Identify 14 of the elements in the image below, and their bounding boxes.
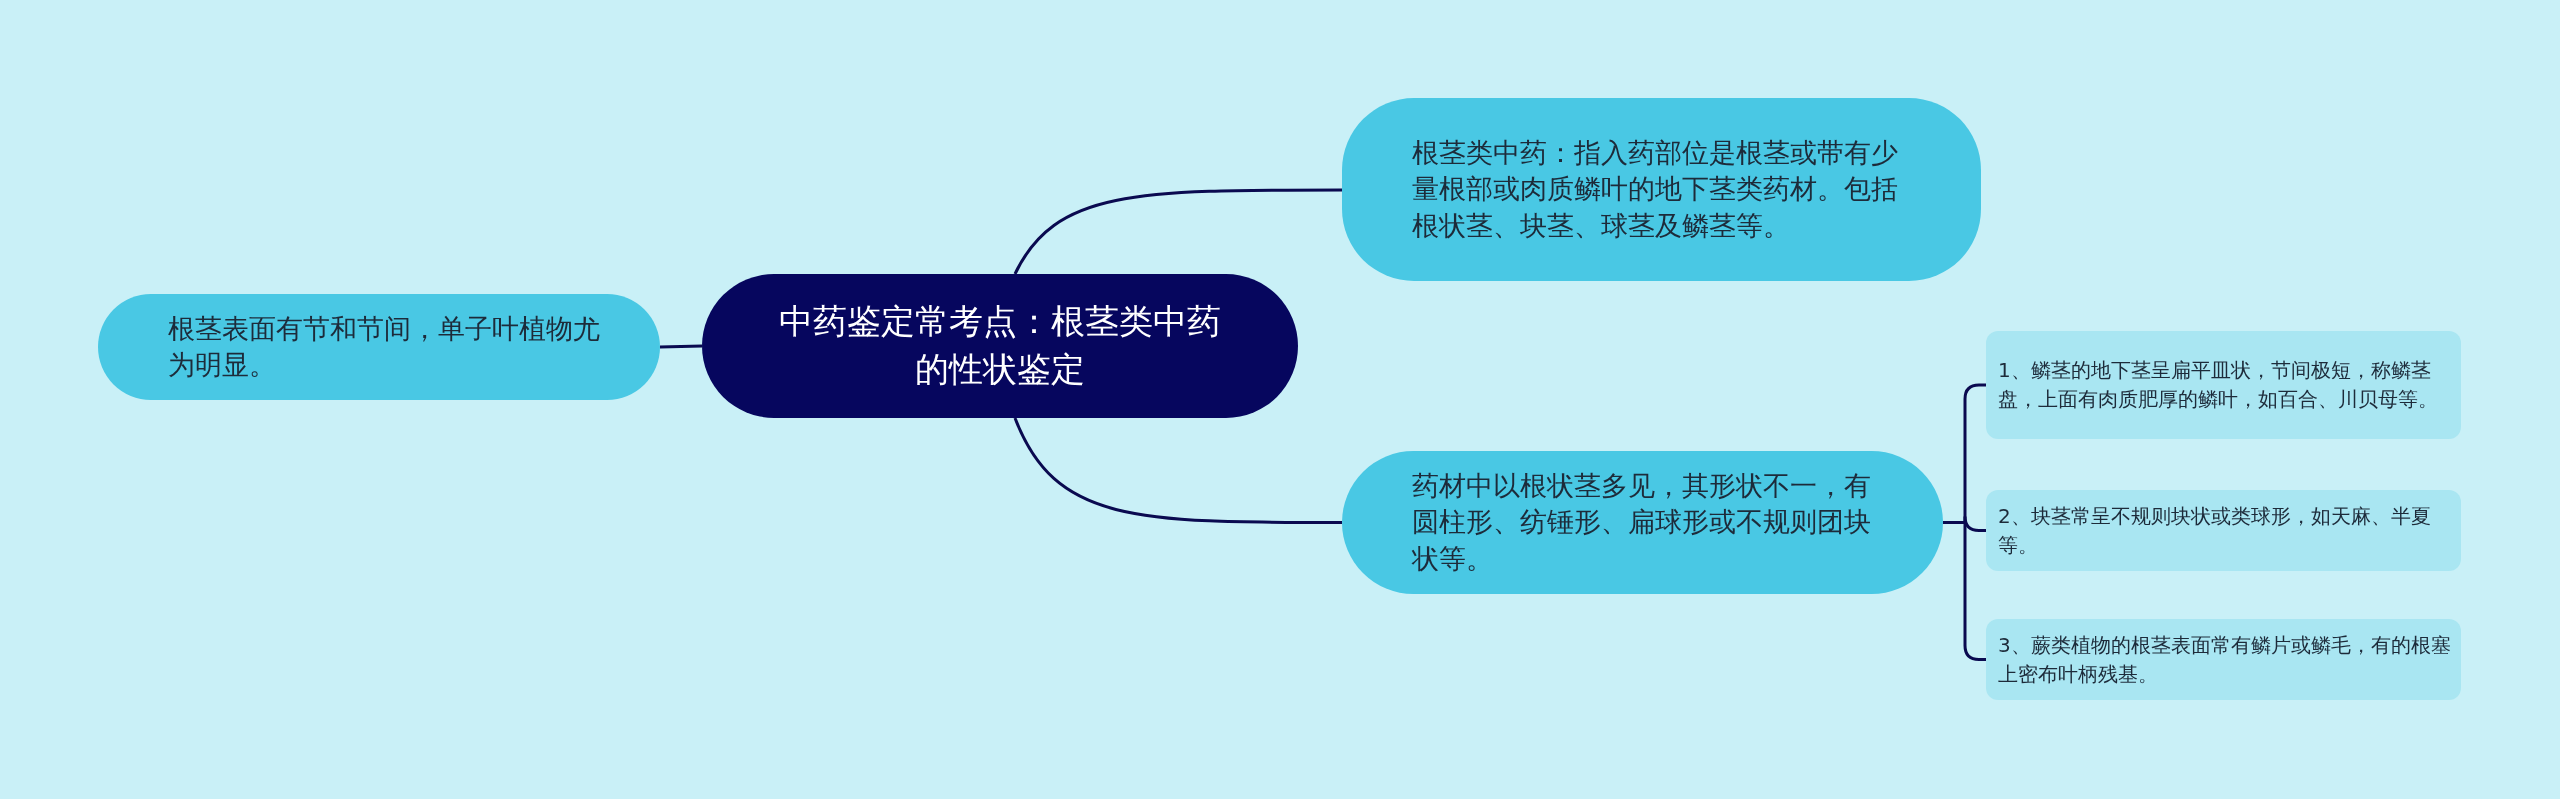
node-text: 中药鉴定常考点：根茎类中药的性状鉴定: [778, 300, 1222, 391]
subtopic-box: [1986, 490, 2461, 571]
node-text: 根茎表面有节和节间，单子叶植物尤为明显。: [168, 311, 601, 382]
node-text: 3、蕨类植物的根茎表面常有鳞片或鳞毛，有的根塞上密布叶柄残基。: [1998, 631, 2451, 688]
connector-line: [1013, 417, 1342, 524]
node-text: 2、块茎常呈不规则块状或类球形，如天麻、半夏等。: [1998, 502, 2432, 559]
node-text: 根茎类中药：指入药部位是根茎或带有少量根部或肉质鳞叶的地下茎类药材。包括根状茎、块茎、球茎及鳞茎等。: [1412, 135, 1899, 243]
connector-line: [1943, 521, 1986, 661]
connector-line: [1013, 188, 1342, 275]
node-text: 药材中以根状茎多见，其形状不一，有圆柱形、纺锤形、扁球形或不规则团块状等。: [1412, 468, 1872, 576]
node-text: 1、鳞茎的地下茎呈扁平皿状，节间极短，称鳞茎盘，上面有肉质肥厚的鳞叶，如百合、川贝母等。: [1998, 357, 2439, 413]
connector-line: [659, 344, 703, 349]
subtopic-box: [1986, 331, 2461, 439]
subtopic-box: [1986, 619, 2461, 700]
